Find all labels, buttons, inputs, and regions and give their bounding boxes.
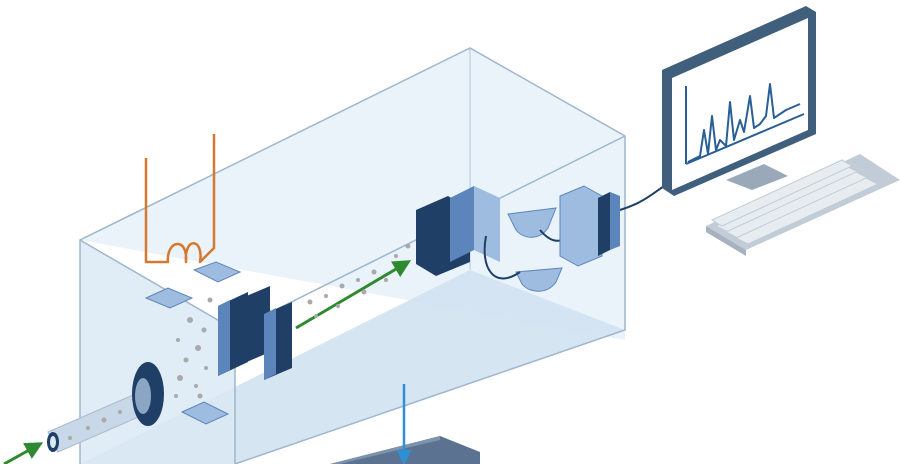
vacuum-pump-outlet [330, 384, 480, 464]
heated-filament-coil [144, 134, 216, 264]
spectrum-plot [685, 83, 805, 165]
detector-cups [483, 185, 620, 292]
keyboard [706, 154, 900, 256]
computer-monitor [662, 6, 816, 196]
sample-inlet [3, 362, 164, 464]
ion-beam [295, 243, 412, 330]
data-cable [619, 185, 665, 211]
mass-analyzer-plates [416, 186, 500, 276]
accelerating-plates [218, 286, 292, 380]
chamber-back-face [80, 48, 625, 340]
inlet-arrow [3, 442, 44, 464]
ionization-plates [144, 261, 242, 425]
chamber-edges [79, 47, 626, 464]
